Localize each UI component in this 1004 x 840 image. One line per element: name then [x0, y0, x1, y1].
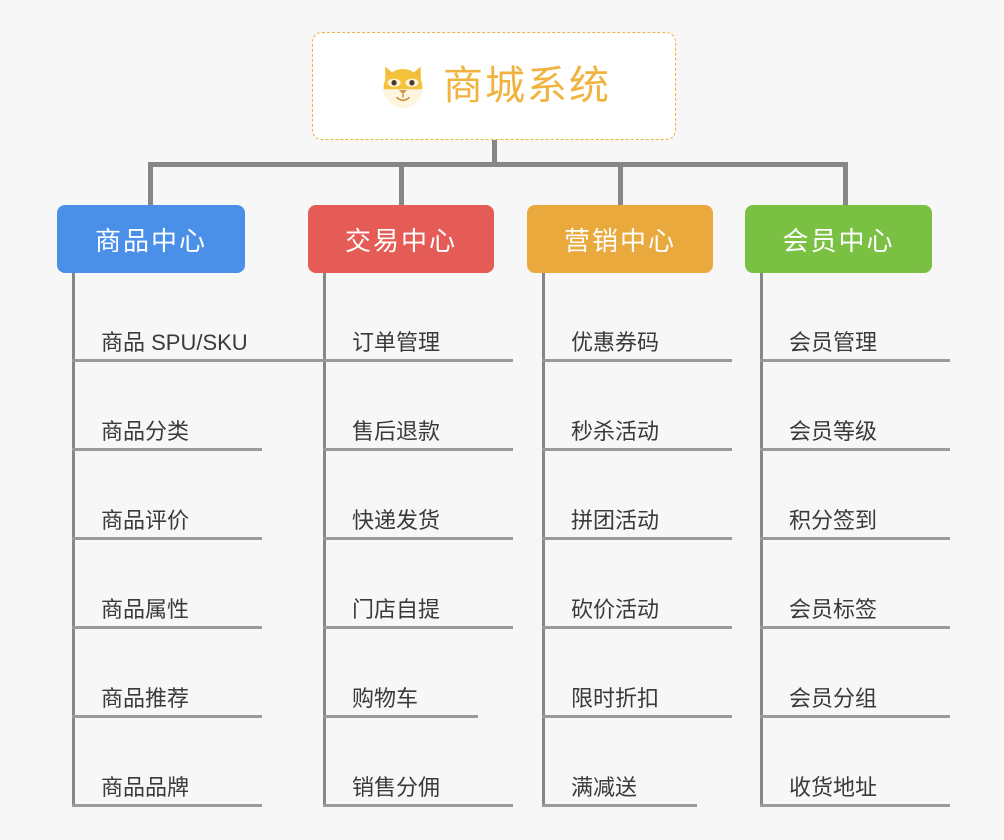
leaf-label: 会员管理: [789, 330, 878, 355]
leaf-label: 门店自提: [352, 597, 441, 622]
leaf-label: 商品分类: [101, 419, 190, 444]
leaf-label: 快递发货: [352, 508, 441, 533]
category-header-member-center[interactable]: 会员中心: [745, 205, 932, 273]
dog-face-icon: [377, 60, 429, 112]
leaf-underline: [542, 715, 732, 718]
branch-spine: [323, 273, 326, 807]
leaf-underline: [542, 448, 732, 451]
leaf-label: 订单管理: [352, 330, 441, 355]
leaf-label: 砍价活动: [571, 597, 660, 622]
leaf-label: 会员等级: [789, 419, 878, 444]
branch-column-trade-center: 交易中心 订单管理 售后退款 快递发货 门店自提 购物车: [308, 205, 513, 807]
leaf-label: 会员标签: [789, 597, 878, 622]
leaf-underline: [323, 804, 513, 807]
category-title: 会员中心: [782, 225, 895, 256]
category-header-product-center[interactable]: 商品中心: [57, 205, 245, 273]
leaf-label: 拼团活动: [571, 508, 660, 533]
branch-column-member-center: 会员中心 会员管理 会员等级 积分签到 会员标签 会员分组: [745, 205, 950, 807]
category-title: 交易中心: [344, 225, 457, 256]
branch-column-marketing-center: 营销中心 优惠券码 秒杀活动 拼团活动 砍价活动 限时折扣: [527, 205, 732, 807]
leaf-underline: [323, 626, 513, 629]
leaf-underline: [72, 626, 262, 629]
branch-column-product-center: 商品中心 商品 SPU/SKU 商品分类 商品评价 商品属性 商品推荐: [57, 205, 332, 807]
leaf-underline: [542, 537, 732, 540]
leaf-underline: [542, 359, 732, 362]
leaf-label: 购物车: [352, 686, 419, 711]
root-title: 商城系统: [443, 64, 611, 108]
leaf-label: 商品属性: [101, 597, 190, 622]
connector-drop-marketing: [618, 162, 623, 205]
leaf-underline: [760, 448, 950, 451]
leaf-label: 销售分佣: [352, 775, 441, 800]
category-header-trade-center[interactable]: 交易中心: [308, 205, 494, 273]
leaf-underline: [760, 715, 950, 718]
leaf-underline: [542, 804, 697, 807]
leaf-underline: [72, 448, 262, 451]
connector-drop-product: [148, 162, 153, 205]
connector-horizontal-bus: [148, 162, 848, 167]
leaf-underline: [760, 537, 950, 540]
category-title: 商品中心: [94, 225, 207, 256]
leaf-label: 秒杀活动: [571, 419, 660, 444]
connector-drop-trade: [399, 162, 404, 205]
branch-spine: [542, 273, 545, 807]
leaf-label: 限时折扣: [571, 686, 660, 711]
connector-root-stem: [492, 140, 497, 165]
branch-spine: [760, 273, 763, 807]
leaf-label: 商品推荐: [101, 686, 190, 711]
leaf-label: 优惠券码: [571, 330, 660, 355]
leaf-underline: [542, 626, 732, 629]
leaf-underline: [323, 359, 513, 362]
category-title: 营销中心: [563, 225, 676, 256]
leaf-label: 积分签到: [789, 508, 878, 533]
leaf-label: 收货地址: [789, 775, 878, 800]
leaf-underline: [760, 626, 950, 629]
branch-spine: [72, 273, 75, 807]
leaf-underline: [72, 359, 332, 362]
leaf-label: 商品 SPU/SKU: [101, 330, 248, 355]
leaf-underline: [323, 537, 513, 540]
root-node[interactable]: 商城系统: [312, 32, 676, 140]
leaf-underline: [72, 804, 262, 807]
leaf-label: 售后退款: [352, 419, 441, 444]
leaf-label: 满减送: [571, 775, 638, 800]
leaf-label: 会员分组: [789, 686, 878, 711]
leaf-underline: [323, 715, 478, 718]
leaf-underline: [760, 359, 950, 362]
leaf-underline: [760, 804, 950, 807]
leaf-underline: [323, 448, 513, 451]
leaf-label: 商品品牌: [101, 775, 190, 800]
category-header-marketing-center[interactable]: 营销中心: [527, 205, 713, 273]
connector-drop-member: [843, 162, 848, 205]
leaf-label: 商品评价: [101, 508, 190, 533]
leaf-underline: [72, 715, 262, 718]
leaf-underline: [72, 537, 262, 540]
